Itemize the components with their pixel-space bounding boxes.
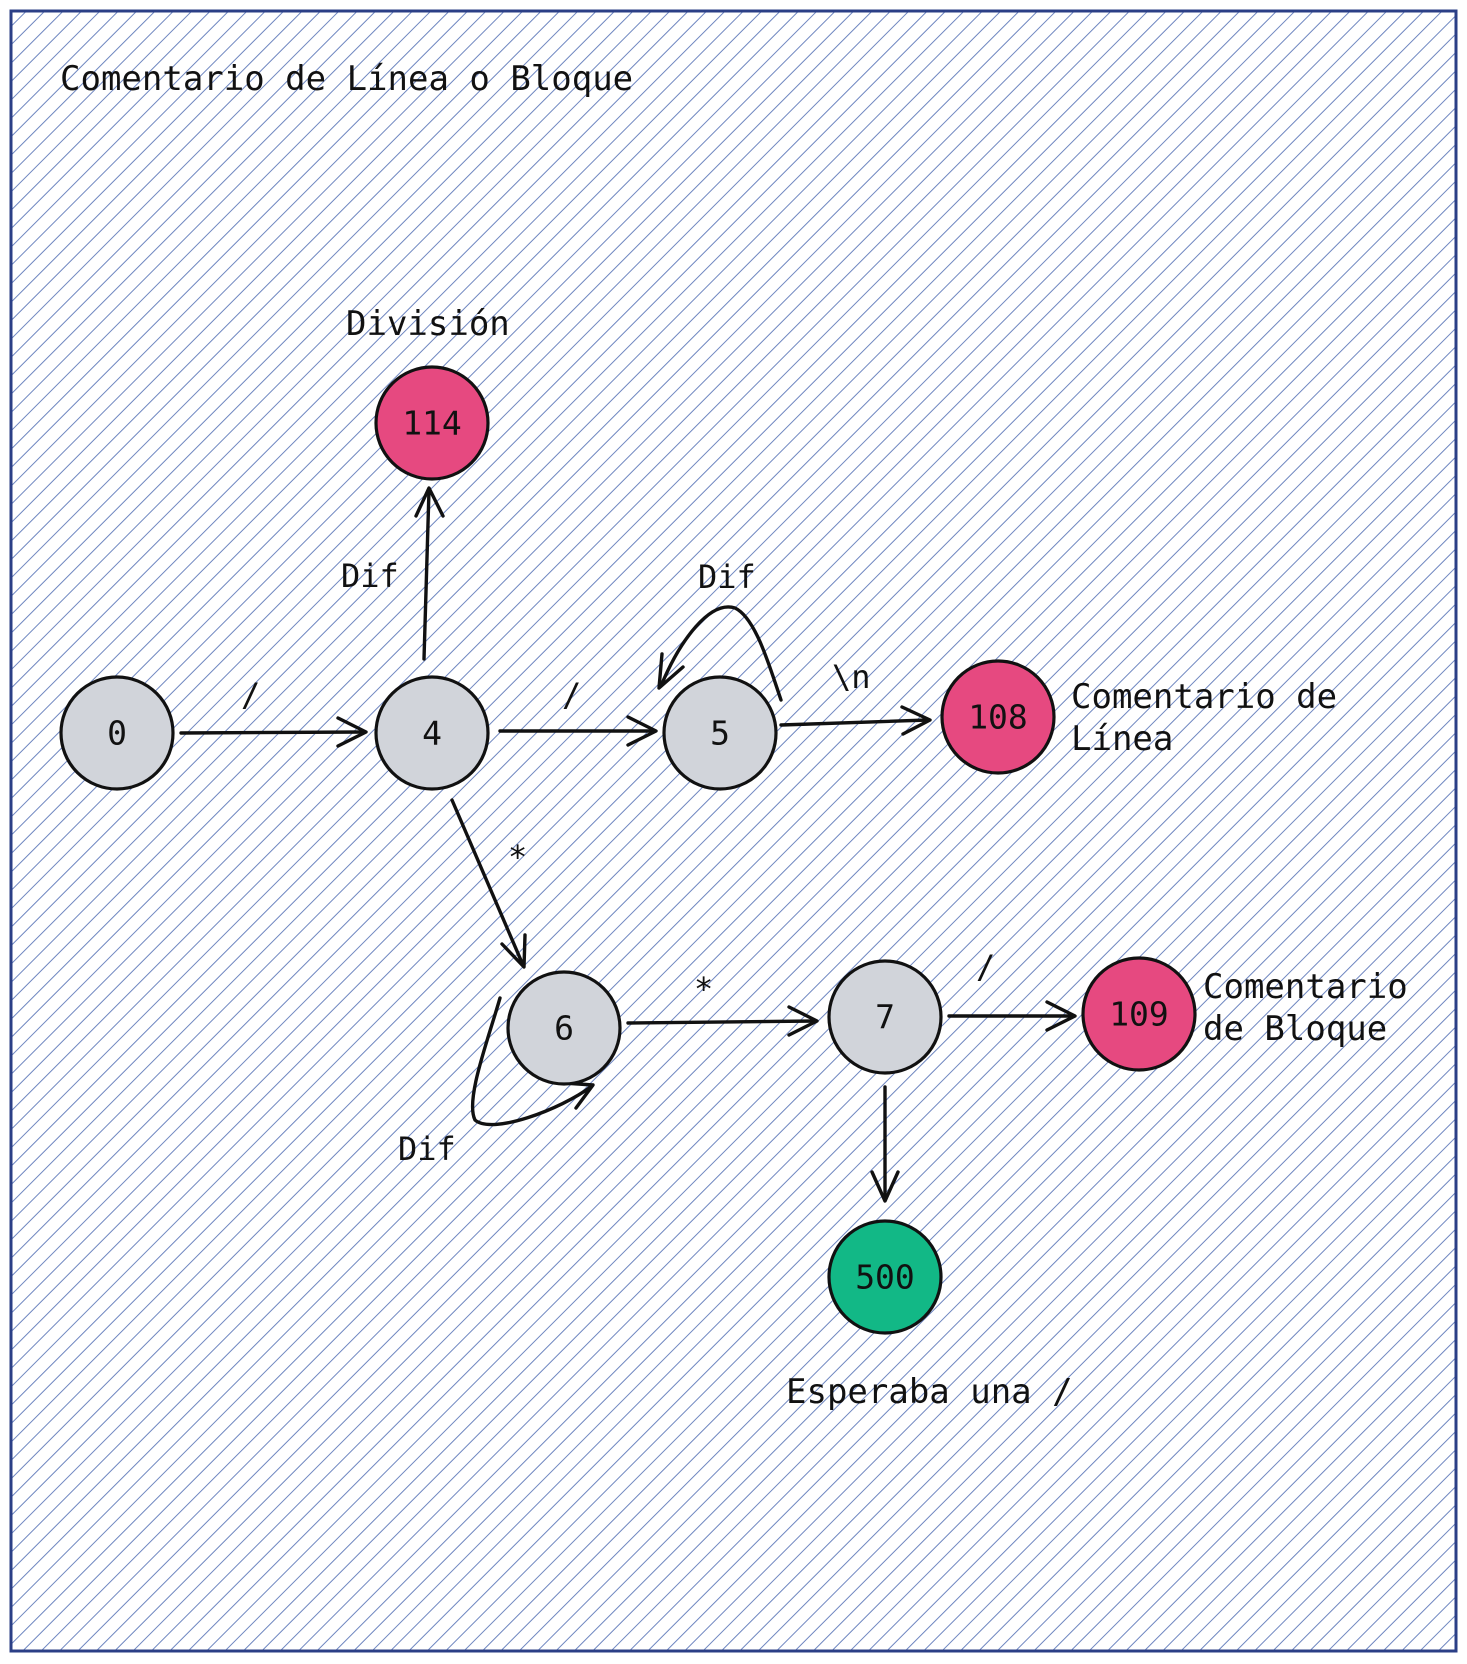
- state-4: 4: [374, 675, 490, 791]
- state-5: 5: [662, 675, 778, 791]
- state-108-label: 108: [968, 698, 1028, 737]
- state-4-circle: [374, 675, 490, 791]
- edge-4-to-5: [498, 715, 658, 747]
- edge-4-to-114: [414, 486, 445, 661]
- state-109-label: 109: [1109, 995, 1169, 1034]
- edge-labels-layer: / Dif / Dif \n * Dif * /: [241, 557, 995, 1168]
- edge-label-6-loop: Dif: [398, 1130, 456, 1168]
- diagram-title: Comentario de Línea o Bloque: [60, 59, 633, 99]
- state-500-label: 500: [855, 1258, 915, 1297]
- edge-7-to-109: [947, 1000, 1077, 1032]
- edges-layer: [179, 486, 1077, 1203]
- state-109-circle: [1081, 956, 1197, 1072]
- edge-label-4-to-114: Dif: [341, 557, 399, 595]
- state-500-circle: [827, 1219, 943, 1335]
- state-7: 7: [827, 959, 943, 1075]
- state-0-circle: [59, 675, 175, 791]
- edge-label-0-to-4: /: [241, 676, 260, 714]
- state-7-label: 7: [875, 998, 895, 1037]
- annotation-114: División: [346, 304, 510, 344]
- edge-label-5-to-108: \n: [832, 658, 871, 696]
- annotation-108-line-2: Línea: [1071, 719, 1173, 759]
- state-108-circle: [940, 659, 1056, 775]
- state-4-label: 4: [422, 714, 442, 753]
- state-0: 0: [59, 675, 175, 791]
- edge-label-5-loop: Dif: [698, 558, 756, 596]
- state-108: 108: [940, 659, 1056, 775]
- state-114-label: 114: [402, 404, 462, 443]
- edge-label-7-to-109: /: [976, 948, 995, 986]
- annotation-109-line-2: de Bloque: [1203, 1009, 1387, 1049]
- state-6-circle: [506, 970, 622, 1086]
- state-6: 6: [506, 970, 622, 1086]
- state-114: 114: [374, 365, 490, 481]
- annotation-500: Esperaba una /: [786, 1372, 1073, 1412]
- state-109: 109: [1081, 956, 1197, 1072]
- state-5-label: 5: [710, 714, 730, 753]
- state-5-circle: [662, 675, 778, 791]
- edge-5-loop: [657, 605, 783, 702]
- annotation-108-line-1: Comentario de: [1071, 677, 1337, 717]
- state-0-label: 0: [107, 714, 127, 753]
- state-6-label: 6: [554, 1009, 574, 1048]
- state-114-circle: [374, 365, 490, 481]
- state-7-circle: [827, 959, 943, 1075]
- edge-6-to-7: [626, 1005, 819, 1037]
- annotation-109-line-1: Comentario: [1203, 967, 1408, 1007]
- edge-label-4-to-6: *: [508, 838, 527, 876]
- diagram-frame: [9, 9, 1458, 1653]
- edge-5-to-108: [779, 705, 932, 736]
- edge-label-4-to-5: /: [562, 676, 581, 714]
- edge-4-to-6: [450, 798, 527, 969]
- annotations-layer: División Comentario de Línea Comentario …: [346, 304, 1408, 1412]
- state-500: 500: [827, 1219, 943, 1335]
- edge-7-to-500: [870, 1085, 900, 1203]
- edge-0-to-4: [179, 716, 368, 748]
- edge-label-6-to-7: *: [694, 970, 713, 1008]
